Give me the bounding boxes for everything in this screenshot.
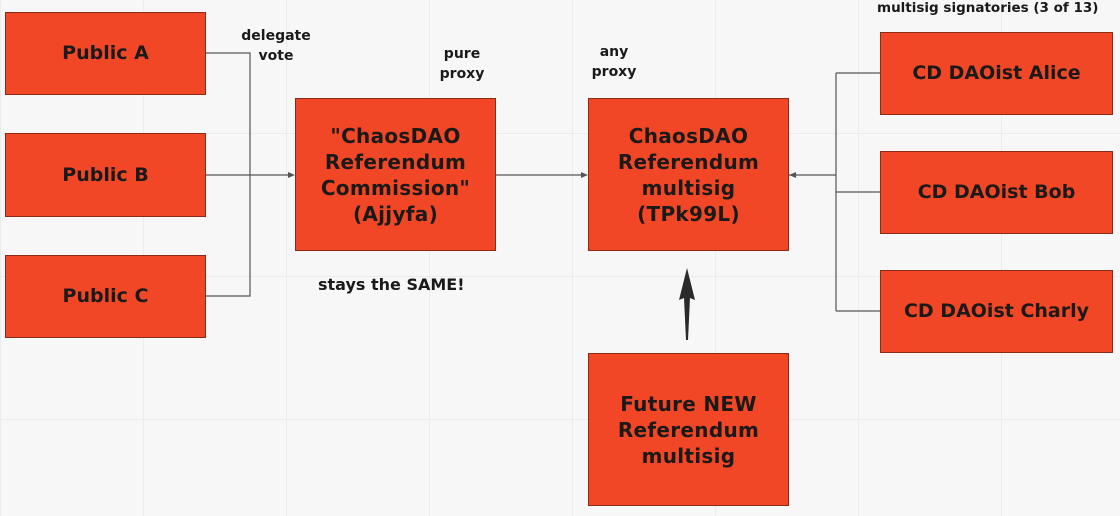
connector-public-a (206, 52, 251, 175)
future-multisig-box[interactable]: Future NEW Referendum multisig (588, 353, 789, 506)
future-arrow (679, 268, 695, 340)
any-proxy-label: any proxy (591, 44, 637, 81)
signatory-bob-box[interactable]: CD DAOist Bob (880, 151, 1113, 234)
arrowhead-multisig-left (789, 172, 796, 178)
arrowhead-multisig (581, 172, 588, 178)
arrowhead-commission (288, 172, 295, 178)
commission-box[interactable]: "ChaosDAO Referendum Commission" (Ajjyfa… (295, 98, 496, 251)
public-c-box[interactable]: Public C (5, 255, 206, 338)
signatories-title: multisig signatories (3 of 13) (877, 0, 1099, 16)
signatory-alice-box[interactable]: CD DAOist Alice (880, 32, 1113, 115)
stays-same-label: stays the SAME! (318, 275, 465, 294)
delegate-vote-label: delegate vote (241, 28, 311, 65)
pure-proxy-label: pure proxy (439, 46, 485, 83)
signatory-charly-box[interactable]: CD DAOist Charly (880, 270, 1113, 353)
referendum-multisig-box[interactable]: ChaosDAO Referendum multisig (TPk99L) (588, 98, 789, 251)
public-b-box[interactable]: Public B (5, 133, 206, 217)
public-a-box[interactable]: Public A (5, 12, 206, 95)
connector-public-c (206, 175, 251, 297)
